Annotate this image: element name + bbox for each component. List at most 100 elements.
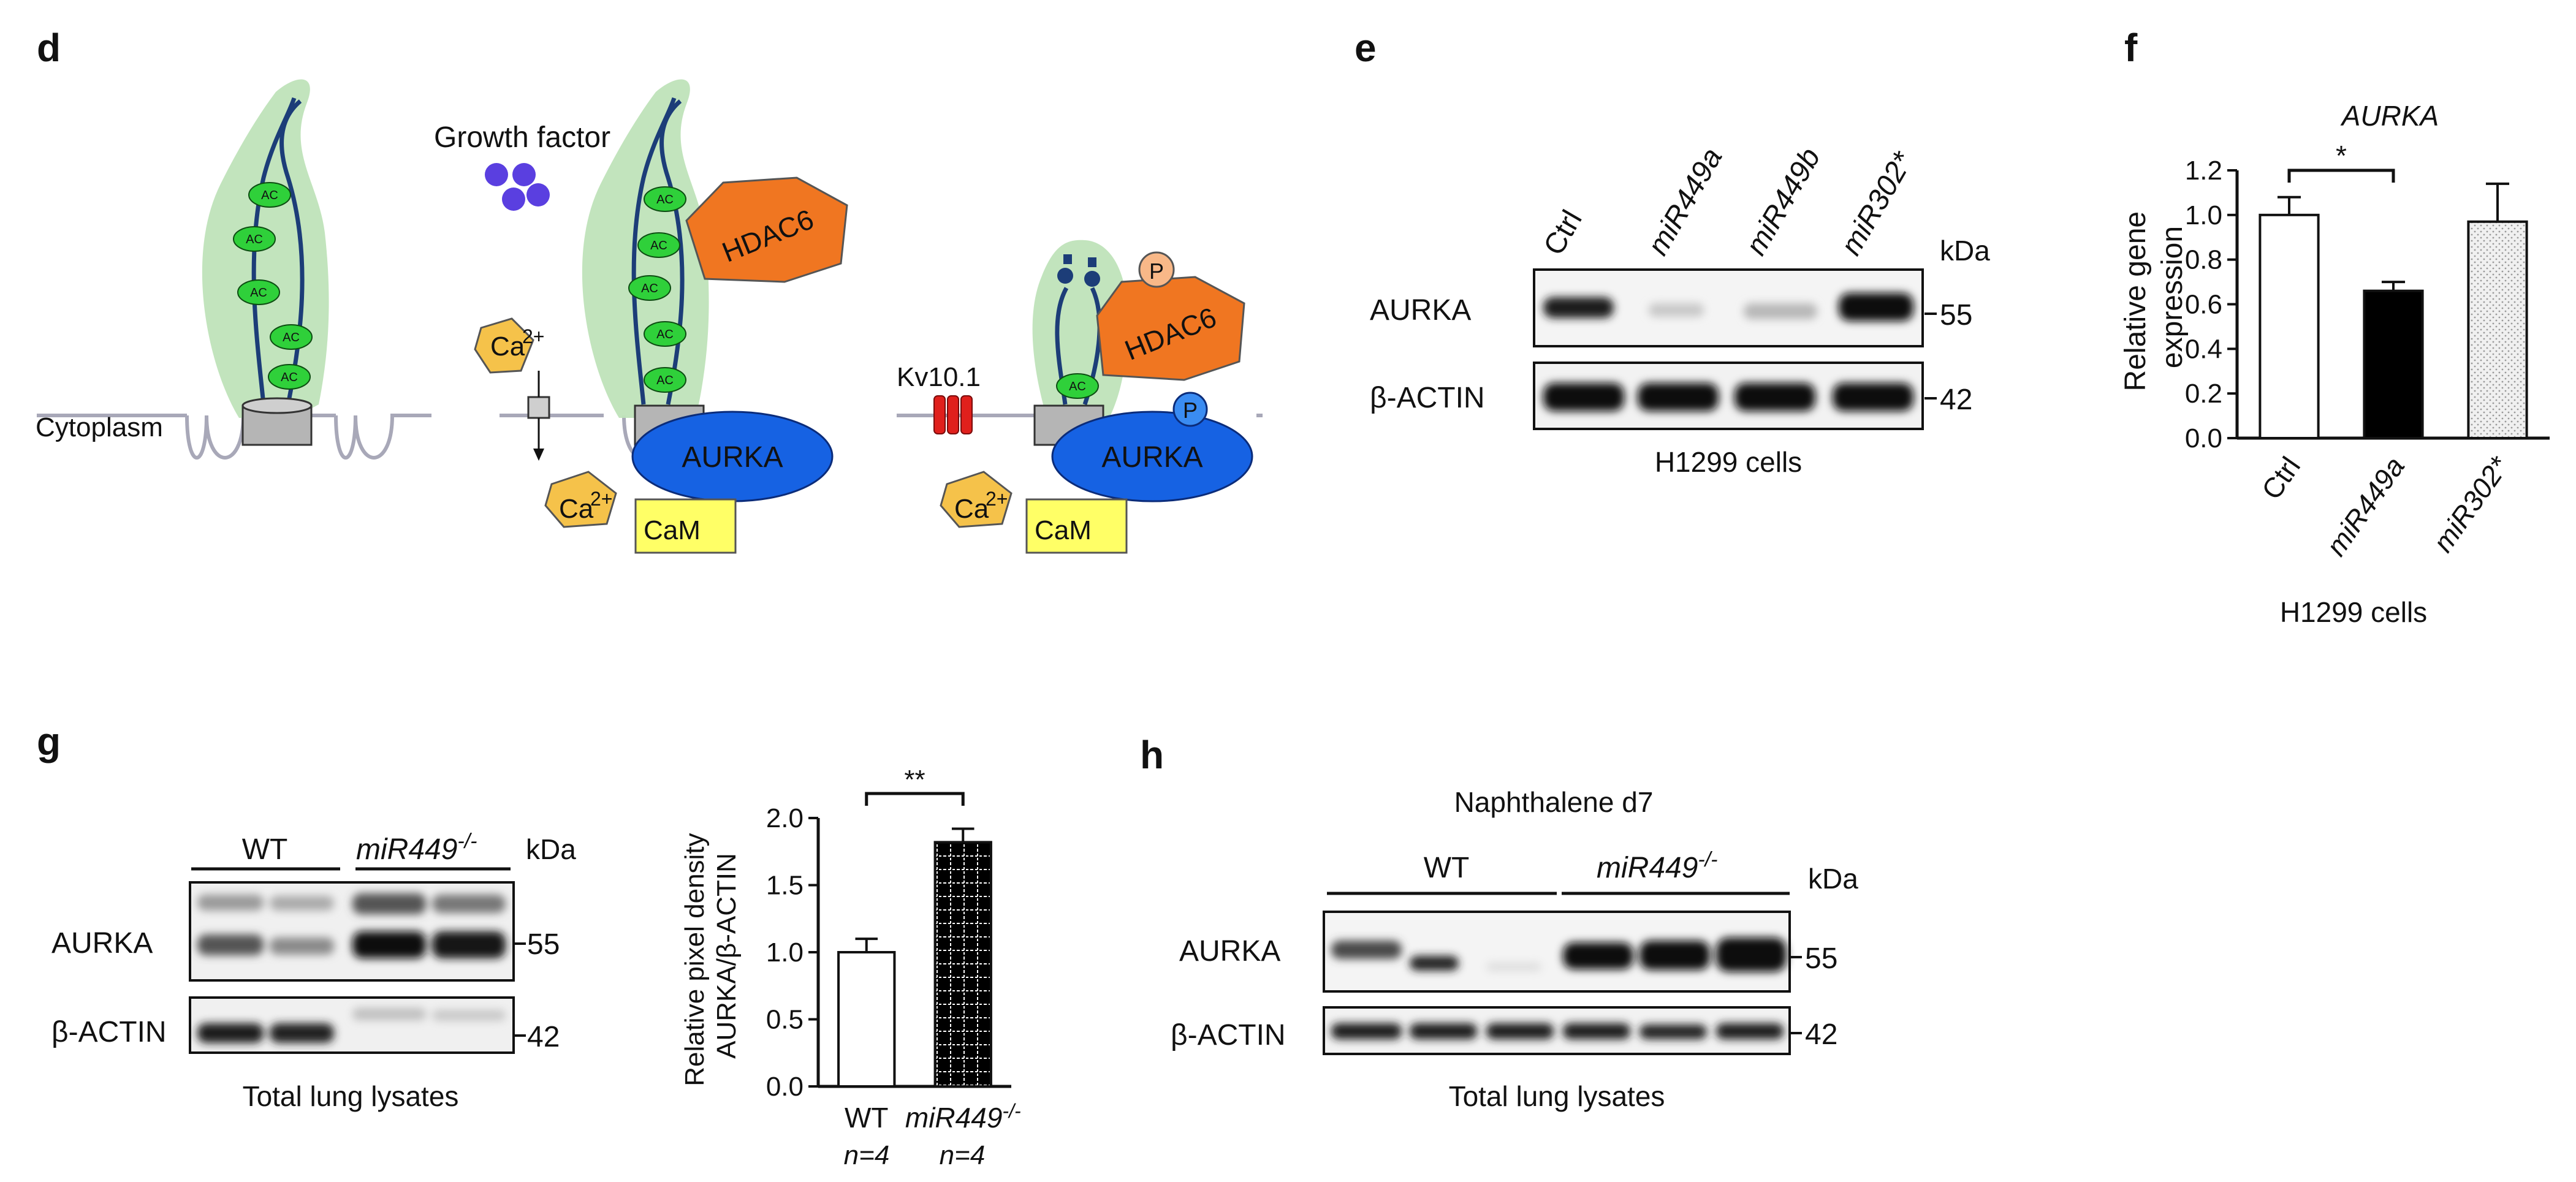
band [197, 934, 264, 955]
calmodulin-label: CaM [644, 515, 701, 545]
band [1410, 1023, 1477, 1039]
band [1639, 1025, 1707, 1039]
x-tick-label: miR302* [2426, 450, 2515, 558]
band [1410, 956, 1459, 971]
group-label-wt: WT [242, 833, 288, 866]
bar [2363, 289, 2424, 439]
band [1744, 303, 1817, 319]
chart-title: AURKA [2340, 100, 2439, 132]
row-label-beta-actin: β-ACTIN [1171, 1019, 1286, 1051]
band [1833, 383, 1913, 411]
calcium-charge: 2+ [590, 488, 612, 510]
y-tick-label: 0.5 [766, 1005, 804, 1035]
n-label: n=4 [940, 1140, 986, 1170]
band [1331, 941, 1402, 959]
band [1716, 938, 1787, 972]
significance-bracket [865, 792, 965, 806]
panel-f-chart: AURKA Relative gene expression 0.00.20.4… [2119, 100, 2550, 628]
calcium-charge: 2+ [522, 325, 544, 347]
band [270, 1023, 334, 1043]
band [1563, 942, 1633, 969]
group-label-mir449: miR449-/- [356, 830, 477, 866]
band [1543, 383, 1624, 411]
panel-g-chart: Relative pixel density AURKA/β-ACTIN 0.0… [680, 765, 1021, 1170]
band [1639, 941, 1710, 970]
y-tick-label: 1.0 [2185, 200, 2222, 230]
phospho-marker [1172, 392, 1208, 427]
significance-marker: ** [904, 765, 925, 795]
ac-label: AC [261, 189, 278, 202]
band [197, 1023, 264, 1043]
y-tick-label: 0.4 [2185, 334, 2222, 364]
band [1649, 303, 1704, 317]
ac-label: AC [281, 371, 298, 384]
panel-g-blot: WT miR449-/- kDa AURKA β-ACTIN 55 42 Tot… [51, 830, 576, 1112]
y-tick-label: 0.2 [2185, 379, 2222, 409]
blot-caption: Total lung lysates [1449, 1080, 1665, 1112]
band [270, 896, 334, 911]
band [1486, 1023, 1554, 1039]
calcium-charge: 2+ [986, 488, 1008, 510]
marker-42: 42 [527, 1021, 560, 1053]
y-tick-label: 1.0 [766, 938, 804, 968]
significance-bracket [2287, 169, 2395, 183]
lane-label: miR449b [1740, 143, 1827, 261]
x-tick-label: miR449-/- [905, 1100, 1021, 1134]
y-tick-label: 0.6 [2185, 290, 2222, 320]
growth-factor-label: Growth factor [434, 121, 610, 154]
ac-label: AC [641, 282, 658, 295]
bar [2259, 213, 2320, 439]
ac-label: AC [650, 239, 667, 252]
band [270, 938, 334, 955]
hdac6-shape [685, 176, 848, 283]
kda-label: kDa [1808, 863, 1858, 895]
marker-55: 55 [1805, 942, 1837, 975]
ac-label: AC [656, 193, 674, 206]
bar [2467, 220, 2528, 439]
y-axis-label: Relative gene expression [2119, 203, 2189, 392]
ac-label: AC [656, 328, 674, 341]
band [432, 895, 506, 913]
n-label: n=4 [844, 1140, 890, 1170]
marker-42: 42 [1940, 384, 1972, 416]
row-label-aurka: AURKA [1370, 294, 1471, 327]
bar [837, 951, 896, 1088]
panel-letter-g: g [37, 719, 61, 763]
panel-letter-e: e [1354, 26, 1377, 70]
lane-label: miR302* [1835, 146, 1920, 260]
kda-label: kDa [526, 833, 576, 865]
cytoplasm-label: Cytoplasm [36, 412, 163, 442]
panel-h-blot: Naphthalene d7 WT miR449-/- kDa AURKA β-… [1171, 786, 1858, 1112]
group-label-mir449: miR449-/- [1597, 848, 1718, 884]
calcium-label: Ca [559, 494, 594, 524]
growth-factor-molecules [485, 163, 550, 211]
calcium-channel: Ca 2+ [474, 317, 550, 461]
bar [933, 841, 992, 1088]
band [352, 1008, 426, 1020]
band [1734, 383, 1815, 411]
panel-letter-h: h [1140, 733, 1164, 777]
band [1563, 1023, 1630, 1039]
blot-title: Naphthalene d7 [1454, 786, 1654, 818]
ac-label: AC [246, 233, 263, 246]
phospho-label: P [1183, 398, 1198, 423]
row-label-beta-actin: β-ACTIN [51, 1016, 167, 1048]
panel-letter-f: f [2124, 26, 2138, 70]
marker-55: 55 [1940, 299, 1972, 331]
band [1486, 962, 1541, 972]
lane-label: miR449a [1642, 143, 1729, 261]
y-tick-label: 0.0 [766, 1072, 804, 1102]
acetylation-marks: AC AC AC AC AC [233, 182, 313, 390]
kv10-1-channel [933, 395, 973, 434]
band [432, 1010, 506, 1021]
y-tick-label: 0.8 [2185, 245, 2222, 275]
group-label-wt: WT [1424, 852, 1470, 884]
phospho-marker [1138, 251, 1175, 288]
x-tick-label: WT [845, 1102, 889, 1134]
aurka-label: AURKA [682, 441, 783, 474]
band [352, 893, 426, 914]
x-tick-label: miR449a [2320, 451, 2411, 562]
band [1331, 1023, 1402, 1039]
y-axis-label: Relative pixel density AURKA/β-ACTIN [680, 825, 742, 1086]
